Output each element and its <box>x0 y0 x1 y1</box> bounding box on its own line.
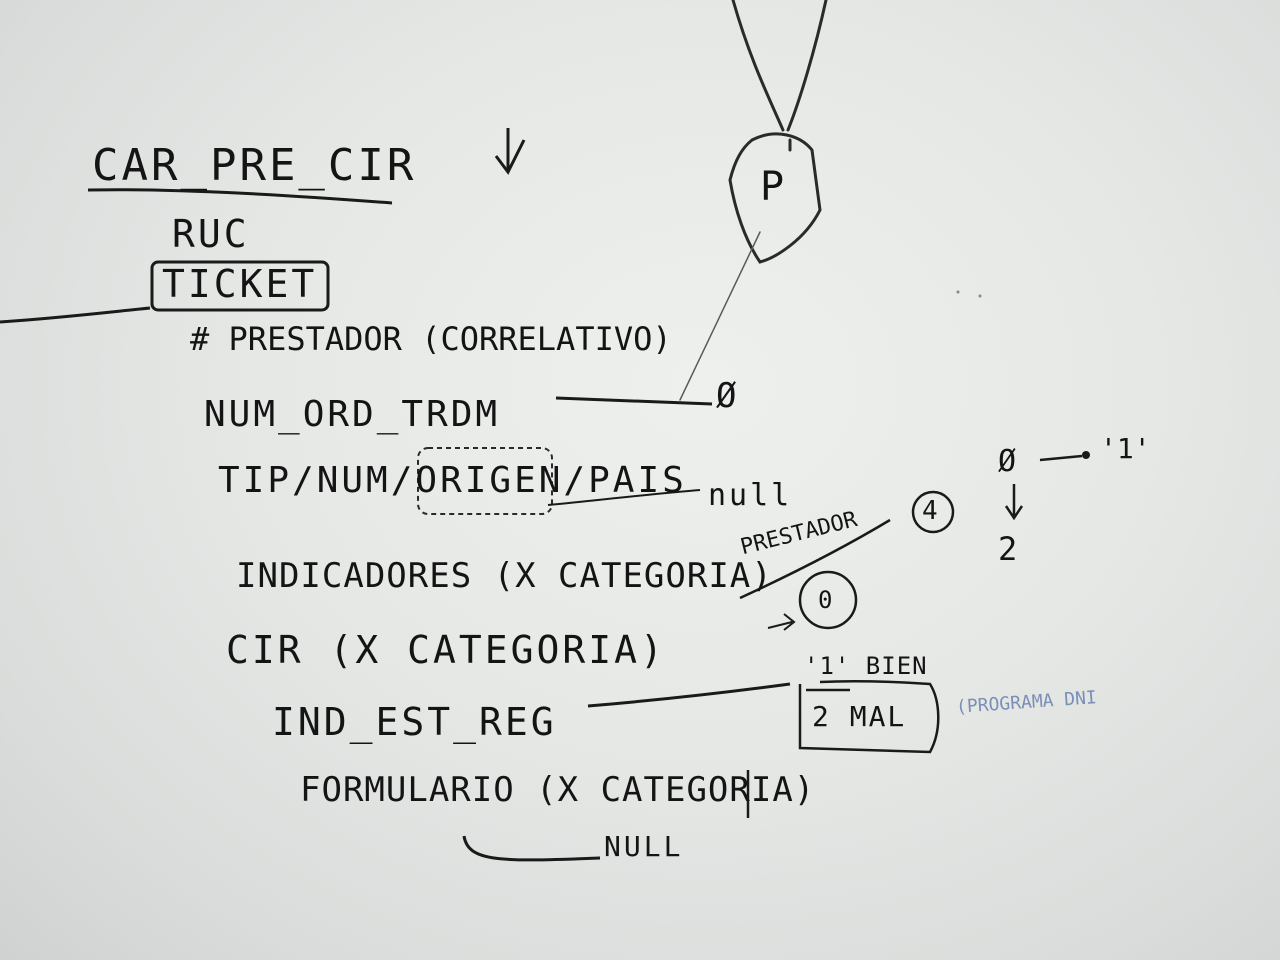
field-indicadores: INDICADORES (X CATEGORIA) <box>236 556 773 596</box>
map-2: 2 <box>998 530 1018 568</box>
hanging-tag <box>679 0 828 401</box>
origen-dashed-box <box>417 447 553 515</box>
status-box <box>798 679 940 754</box>
ticket-link-line <box>0 306 151 324</box>
table-title: CAR_PRE_CIR <box>92 140 417 191</box>
map-arrow-icon <box>1039 454 1083 462</box>
circle-4-label: 4 <box>922 496 938 526</box>
field-tip-num: TIP/NUM/ORIGEN/PAIS <box>218 460 687 501</box>
map-to: '1' <box>1100 432 1151 465</box>
title-underline <box>87 188 393 205</box>
field-ticket: TICKET <box>162 262 318 306</box>
status-2: 2 MAL <box>812 700 907 733</box>
marker-dot <box>978 294 982 298</box>
null-curve <box>462 835 601 862</box>
map-from: Ø <box>998 444 1017 479</box>
tag-letter: P <box>760 164 785 210</box>
prestador-stroke <box>739 518 891 600</box>
down-arrow-icon <box>494 128 526 175</box>
circle-4 <box>911 490 955 534</box>
field-ruc: RUC <box>172 212 250 256</box>
field-num-ord: NUM_ORD_TRDM <box>204 394 501 435</box>
map-arrow-dot <box>1082 451 1090 459</box>
marker-dot <box>956 290 960 294</box>
null-pais: null <box>708 478 793 513</box>
empty-value: Ø <box>716 376 740 416</box>
down-arrow-small-icon <box>1004 484 1024 521</box>
arrow-to-circle-icon <box>767 613 796 631</box>
circle-0 <box>798 570 858 630</box>
null-formulario: NULL <box>604 830 684 863</box>
field-ind-est: IND_EST_REG <box>272 700 557 744</box>
num-ord-line <box>555 396 713 406</box>
circle-0-label: 0 <box>818 586 833 614</box>
field-prestador: # PRESTADOR (CORRELATIVO) <box>190 320 672 358</box>
field-formulario: FORMULARIO (X CATEGORIA) <box>300 770 816 810</box>
status-1: '1' BIEN <box>804 652 928 680</box>
ticket-box <box>150 260 330 312</box>
ind-est-line <box>587 682 791 708</box>
field-cir: CIR (X CATEGORIA) <box>226 628 666 672</box>
pais-null-line <box>547 489 701 506</box>
